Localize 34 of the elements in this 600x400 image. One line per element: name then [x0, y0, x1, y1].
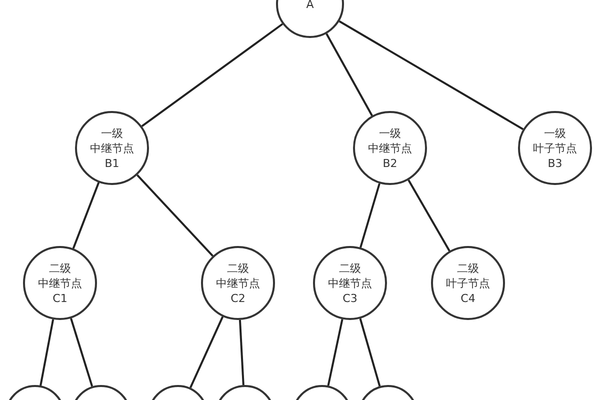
node-label: B2	[382, 156, 398, 170]
node-label: 一级	[544, 126, 566, 140]
connector-line	[327, 318, 344, 386]
node-label: 叶子节点	[446, 276, 490, 290]
node-label: B1	[104, 156, 120, 170]
node-label: 中继节点	[328, 276, 372, 290]
node-label: 中继节点	[216, 276, 260, 290]
connector-line	[136, 174, 214, 257]
connector-line	[360, 183, 380, 248]
node-label: 中继节点	[368, 140, 412, 156]
connector-line	[141, 23, 284, 128]
node-label: 叶子节点	[533, 140, 577, 156]
connector-line	[338, 20, 524, 130]
connector-line	[408, 180, 450, 252]
node-label: 二级	[227, 260, 249, 276]
connector-line	[190, 316, 224, 388]
connector-line	[72, 182, 100, 249]
node-label: B3	[548, 156, 562, 170]
node-label: C1	[52, 290, 68, 306]
node-label: 二级	[339, 260, 361, 276]
connector-line	[40, 319, 54, 386]
node-label: C3	[342, 290, 358, 306]
node-label: 二级	[49, 260, 71, 276]
connector-line	[359, 318, 381, 386]
node-label: 一级	[379, 126, 401, 140]
node-label: 二级	[457, 260, 479, 276]
node-label: 中继节点	[90, 140, 134, 156]
connector-line	[70, 318, 94, 387]
node-label: 中继节点	[38, 276, 82, 290]
node-label: C2	[230, 290, 246, 306]
connector-line	[238, 320, 244, 386]
node-label: 一级	[101, 126, 123, 140]
connector-line	[326, 33, 373, 116]
node-label: C4	[460, 290, 476, 306]
